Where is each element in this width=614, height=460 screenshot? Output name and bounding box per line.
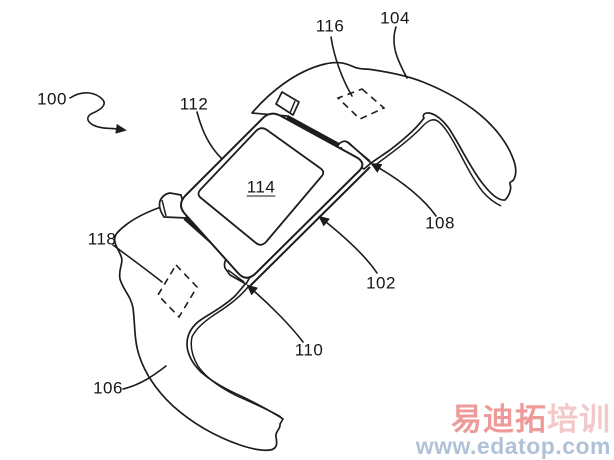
watermark-brand-primary: 易迪拓 <box>451 402 547 437</box>
sensor-window-lower <box>157 263 198 319</box>
ref-label-116: 116 <box>315 16 345 36</box>
watermark-brand-secondary: 培训 <box>547 402 611 437</box>
lower-band-edge-doubleline <box>190 286 282 418</box>
leader-102 <box>318 215 378 274</box>
watch-display <box>197 127 325 246</box>
upper-band-outline <box>251 61 517 201</box>
ref-label-110: 110 <box>294 340 324 360</box>
ref-label-106: 106 <box>93 378 123 398</box>
ref-label-112: 112 <box>179 94 209 114</box>
leader-106 <box>122 365 167 390</box>
ref-label-102: 102 <box>366 273 396 293</box>
watermark-brand: 易迪拓培训 <box>416 404 611 435</box>
upper-band <box>251 61 517 207</box>
upper-band-edge-doubleline <box>373 119 502 207</box>
leader-112 <box>196 111 223 160</box>
leader-110 <box>246 284 304 343</box>
lower-band <box>113 206 284 452</box>
lower-band-outline <box>113 206 284 452</box>
ref-label-100: 100 <box>37 89 67 109</box>
leader-118 <box>112 244 163 283</box>
watch-body-side-edge <box>249 166 371 287</box>
band-lug-left <box>158 192 188 219</box>
leader-100 <box>69 92 127 134</box>
leader-116 <box>330 36 353 97</box>
ref-label-118: 118 <box>87 229 117 249</box>
band-edge-shadow-upper <box>285 115 344 149</box>
leader-104 <box>393 26 408 79</box>
leader-108 <box>370 162 437 217</box>
ref-label-114: 114 <box>246 177 276 197</box>
watermark: 易迪拓培训 www.edatop.com <box>416 404 611 458</box>
band-lug-top <box>275 91 300 116</box>
watermark-url: www.edatop.com <box>415 433 611 459</box>
ref-label-104: 104 <box>380 8 410 28</box>
ref-label-108: 108 <box>425 213 455 233</box>
